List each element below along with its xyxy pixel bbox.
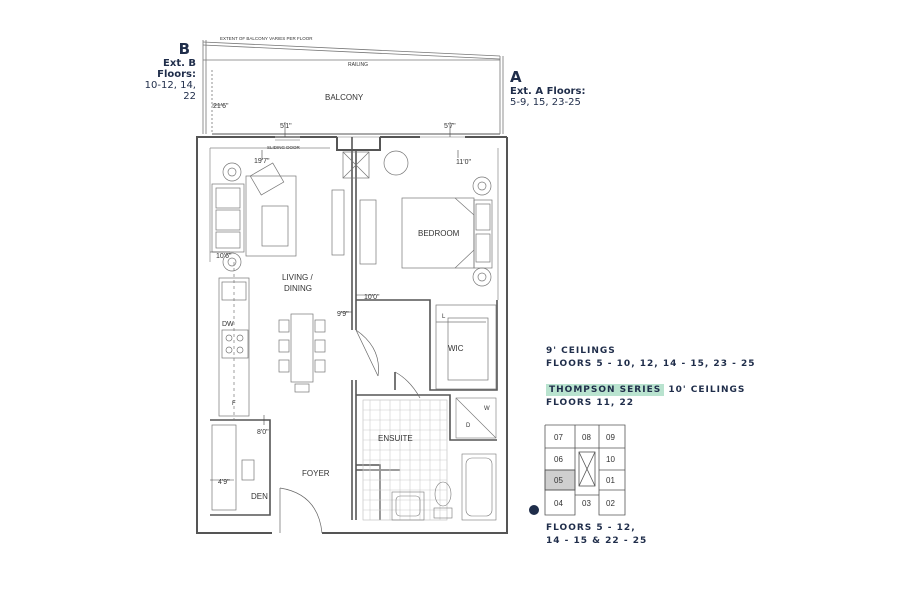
- compass-icon: [529, 505, 539, 515]
- kitchen: [218, 262, 250, 420]
- bedroom-furniture: [401, 176, 497, 390]
- dishwasher-label: DW: [222, 321, 234, 328]
- washer-label: W: [484, 406, 490, 412]
- dim-19-7: 19'7": [254, 158, 270, 165]
- doors: [275, 136, 421, 534]
- keyplan-unit: 09: [606, 433, 615, 442]
- outer-walls: [196, 136, 508, 534]
- railing-label: RAILING: [348, 62, 368, 68]
- ext-b-label: B Ext. B Floors: 10-12, 14, 22: [132, 40, 196, 102]
- dim-10-6: 10'6": [216, 253, 232, 260]
- balcony-depth-dim: 21'6": [213, 103, 229, 110]
- dim-9-9: 9'9": [337, 311, 349, 318]
- ext-a-title: Ext. A Floors:: [510, 86, 586, 97]
- ext-a-label: A Ext. A Floors: 5-9, 15, 23-25: [510, 68, 610, 108]
- ensuite-label: ENSUITE: [378, 434, 413, 443]
- bedroom-label: BEDROOM: [418, 229, 460, 238]
- keyplan-unit: 02: [606, 499, 615, 508]
- living-label: LIVING /: [282, 273, 313, 282]
- ext-b-letter: B: [178, 40, 190, 58]
- ceiling-9ft-floors: FLOORS 5 - 10, 12, 14 - 15, 23 - 25: [546, 359, 756, 369]
- keyplan-floors-line1: FLOORS 5 - 12,: [546, 523, 636, 533]
- linen-label: L: [442, 314, 446, 320]
- dim-11-0: 11'0": [456, 159, 471, 166]
- foyer-label: FOYER: [302, 469, 330, 478]
- sliding-door-label: SLIDING DOOR: [267, 145, 301, 150]
- ext-b-floors: 10-12, 14, 22: [144, 80, 196, 102]
- ceiling-10ft-text: 10' CEILINGS: [664, 385, 746, 395]
- dim-10-0: 10'0": [364, 294, 380, 301]
- keyplan-floors: FLOORS 5 - 12, 14 - 15 & 22 - 25: [546, 522, 647, 548]
- living-furniture: [211, 150, 409, 272]
- keyplan-unit: 06: [554, 455, 563, 464]
- keyplan-unit-highlighted: 05: [554, 476, 563, 485]
- den-furniture: [211, 424, 255, 511]
- den-label: DEN: [251, 492, 268, 501]
- keyplan: [544, 424, 626, 516]
- dim-8-0: 8'0": [257, 429, 269, 436]
- dimension-lines: [210, 104, 459, 481]
- keyplan-unit: 03: [582, 499, 591, 508]
- keyplan-unit: 04: [554, 499, 563, 508]
- dining-set: [278, 313, 326, 393]
- ceiling-10ft-floors: FLOORS 11, 22: [546, 398, 635, 408]
- wic-label: WIC: [448, 344, 464, 353]
- balcony: [202, 40, 504, 138]
- dryer-label: D: [466, 423, 471, 429]
- ceiling-info-10ft: THOMPSON SERIES 10' CEILINGS FLOORS 11, …: [546, 384, 745, 410]
- balcony-label: BALCONY: [325, 93, 364, 102]
- fridge-label: F: [232, 401, 236, 407]
- ceiling-info-9ft: 9' CEILINGS FLOORS 5 - 10, 12, 14 - 15, …: [546, 345, 755, 371]
- interior-walls: [210, 137, 498, 520]
- keyplan-unit: 01: [606, 476, 615, 485]
- ext-a-letter: A: [510, 68, 522, 86]
- ensuite-fixtures: [362, 397, 497, 521]
- balcony-extent-note: EXTENT OF BALCONY VARIES PER FLOOR: [220, 36, 313, 41]
- keyplan-floors-line2: 14 - 15 & 22 - 25: [546, 536, 648, 546]
- thompson-series-tag: THOMPSON SERIES: [546, 384, 665, 396]
- dining-label: DINING: [284, 284, 312, 293]
- ext-a-floors: 5-9, 15, 23-25: [510, 97, 581, 108]
- dim-4-9: 4'9": [218, 479, 230, 486]
- dim-5-1: 5'1": [280, 123, 292, 130]
- ceiling-9ft-title: 9' CEILINGS: [546, 346, 616, 356]
- keyplan-unit: 10: [606, 455, 615, 464]
- ceiling-10ft-title: THOMPSON SERIES 10' CEILINGS: [546, 384, 745, 397]
- keyplan-unit: 07: [554, 433, 563, 442]
- keyplan-unit: 08: [582, 433, 591, 442]
- dim-5-7: 5'7": [444, 123, 456, 130]
- inner-outline: [209, 147, 499, 300]
- ext-b-title: Ext. B Floors:: [157, 58, 196, 80]
